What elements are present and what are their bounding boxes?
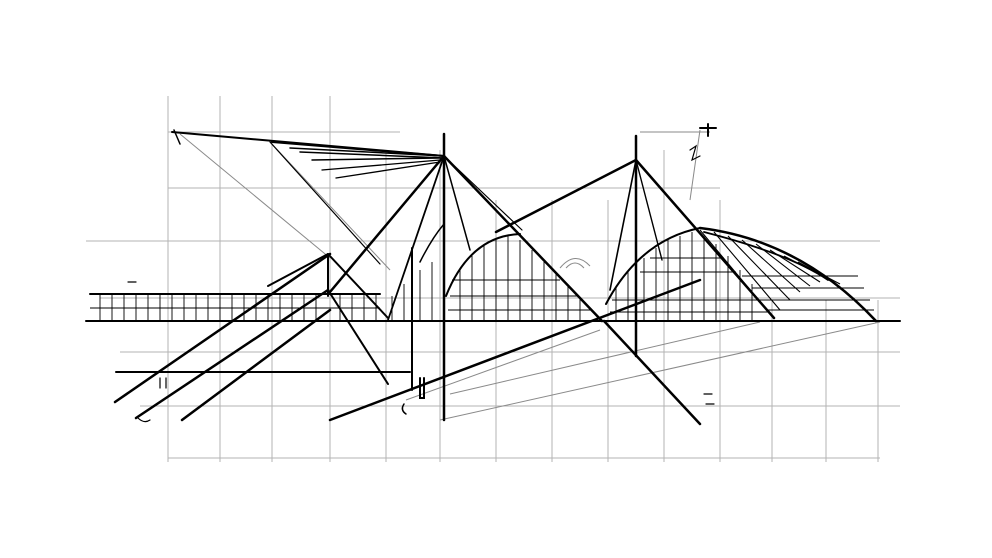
dome-ribs: [699, 229, 874, 317]
right-peak-roof: [494, 158, 878, 426]
left-platform-hatching: [90, 294, 380, 321]
perspective-guides: [179, 129, 881, 421]
construction-grid: [86, 96, 900, 462]
tension-cables: [171, 131, 445, 265]
left-low-pyramid: [113, 252, 389, 422]
central-tent-roof: [328, 154, 702, 422]
sketch-marks: [127, 123, 717, 423]
grid-vertical-lines: [167, 96, 879, 462]
base-lines: [85, 132, 901, 422]
glazed-facade-hatching: [391, 232, 770, 321]
